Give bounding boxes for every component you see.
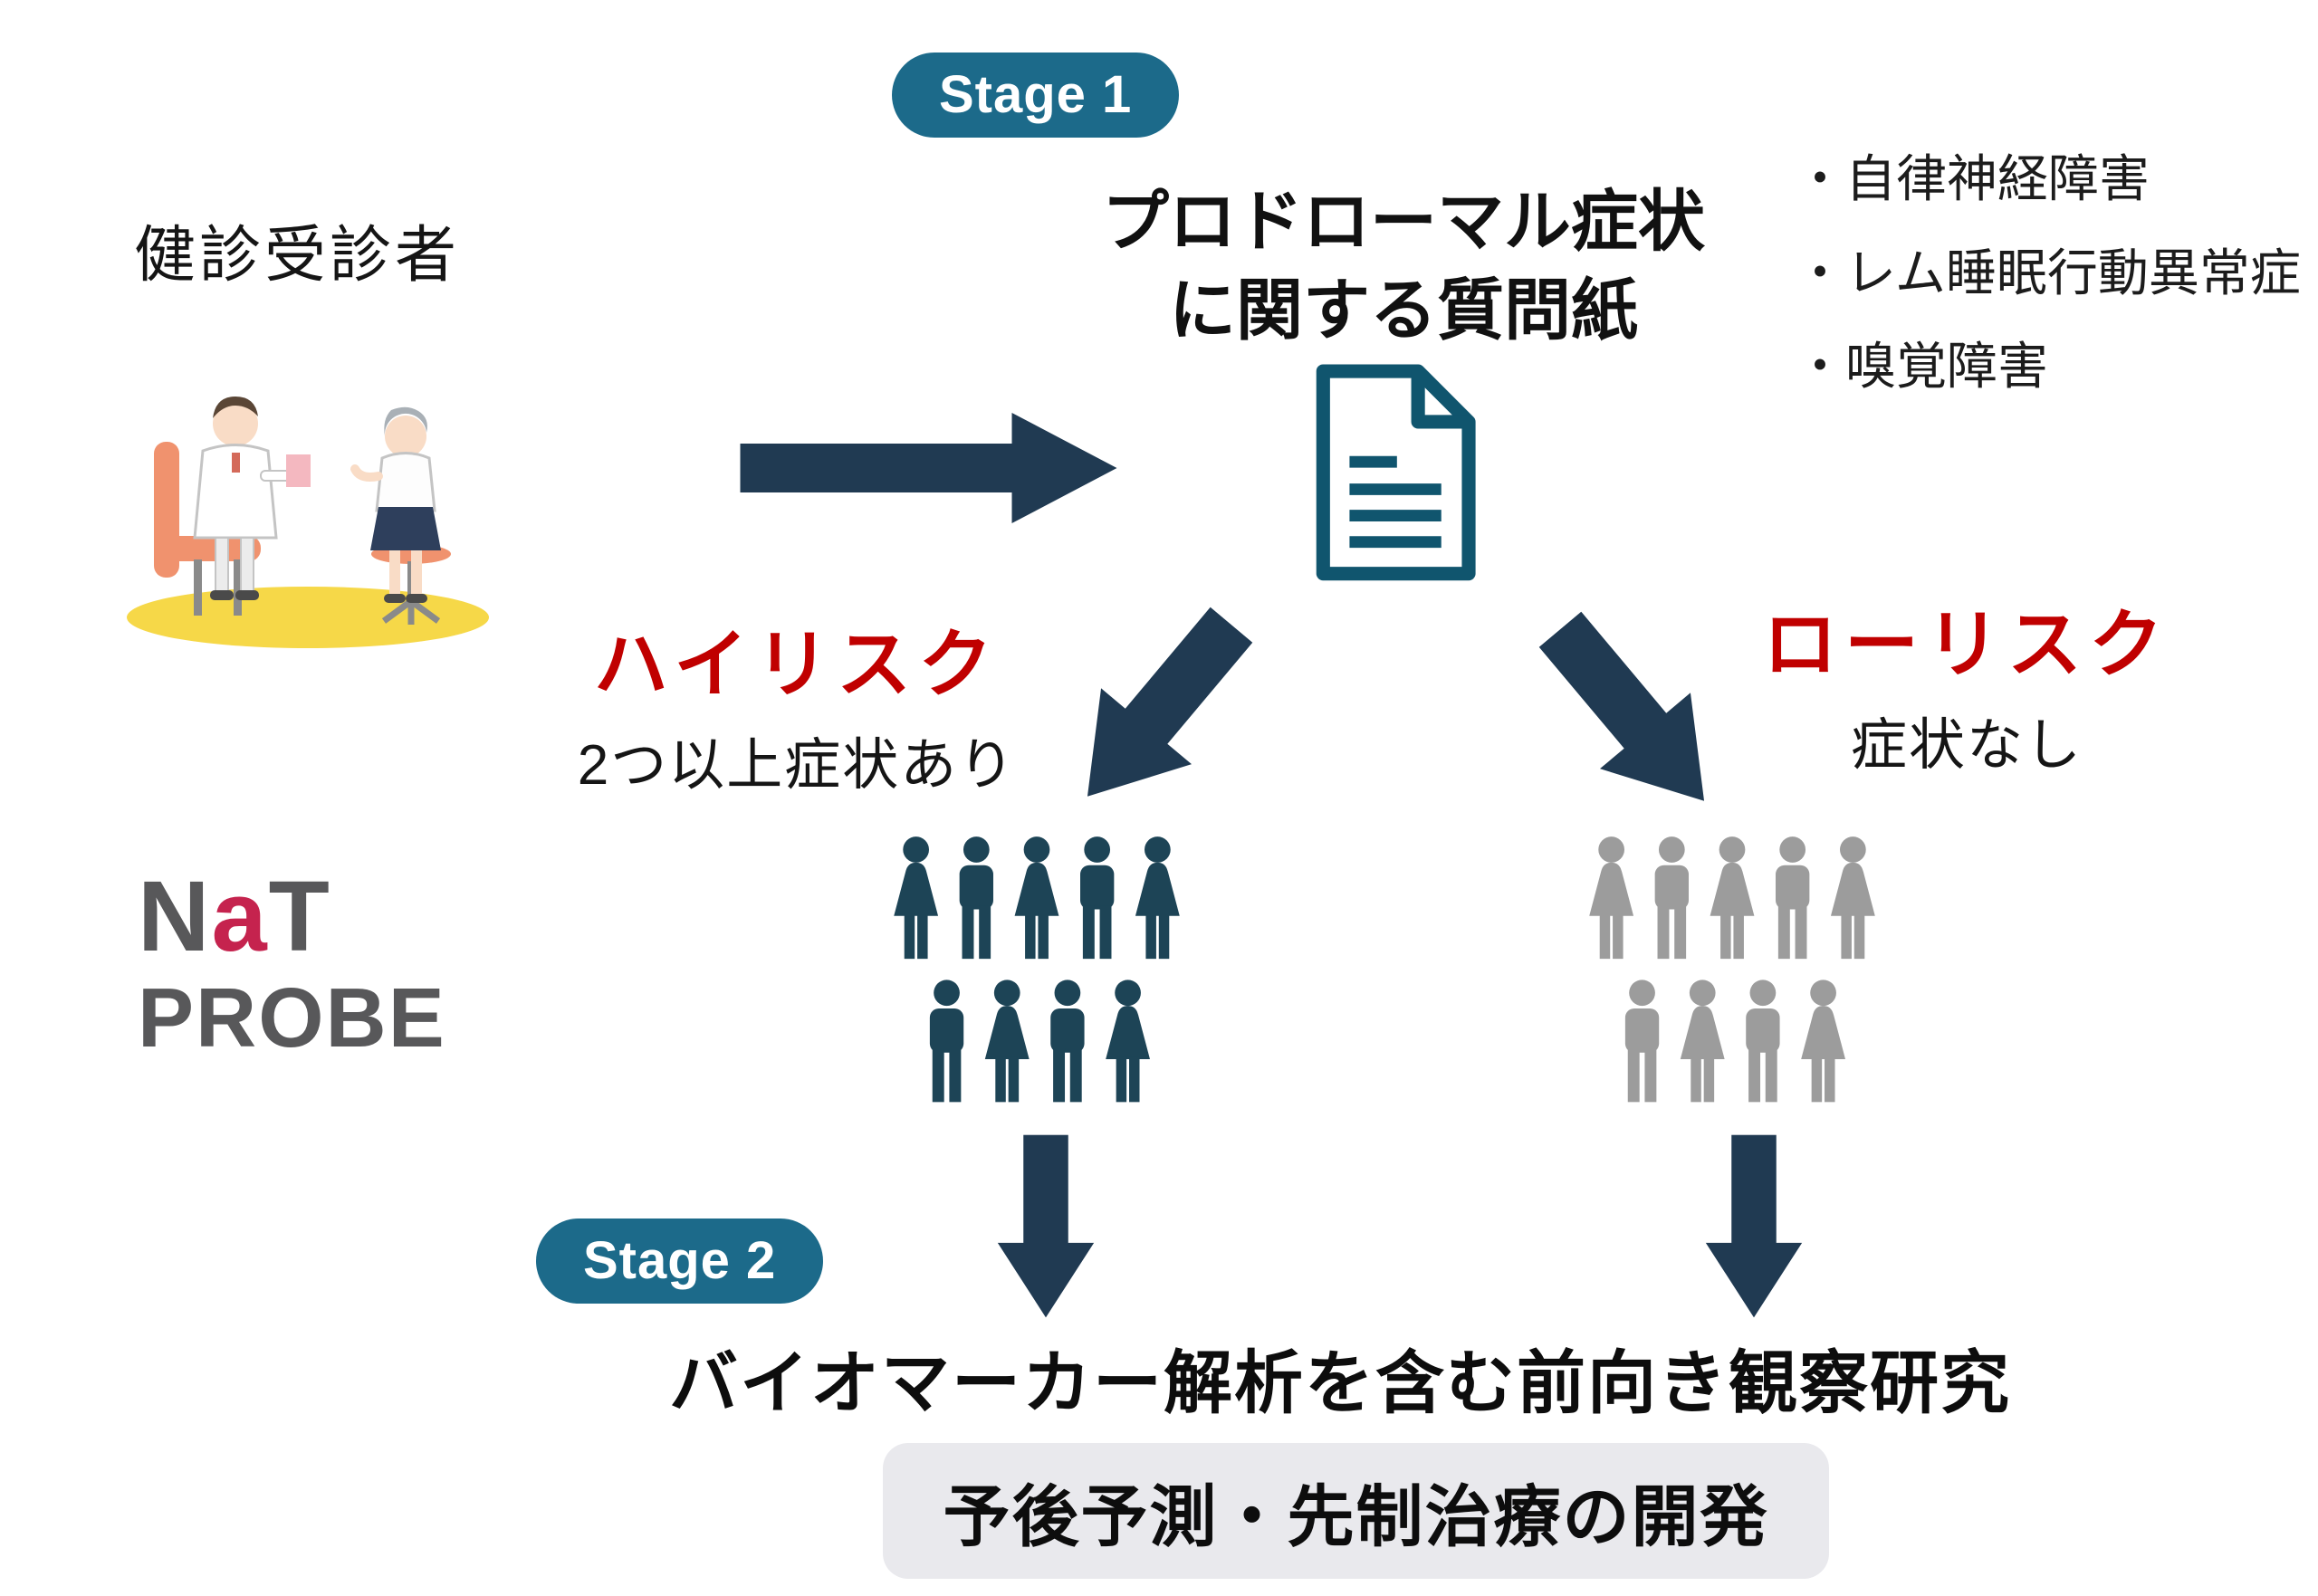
high-risk-criteria: 2つ以上症状あり bbox=[577, 734, 1017, 798]
stage1-badge: Stage 1 bbox=[892, 53, 1180, 138]
symptom-item: ・嗅覚障害 bbox=[1795, 338, 2048, 396]
logo-nat: NaT bbox=[138, 867, 446, 967]
study-title: バイオマーカー解析を含む前向き観察研究 bbox=[669, 1345, 2011, 1422]
questionnaire-title-line2: に関する質問紙 bbox=[1169, 272, 1638, 348]
questionnaire-title-line1: プロドローマル症状 bbox=[1102, 184, 1705, 259]
symptom-item: ・レム睡眠行動異常症 bbox=[1795, 244, 2301, 301]
symptom-list: ・自律神経障害 ・レム睡眠行動異常症 ・嗅覚障害 bbox=[1795, 132, 2301, 414]
flow-arrow-down-right bbox=[1498, 572, 1766, 859]
stage2-badge: Stage 2 bbox=[536, 1219, 824, 1304]
logo-probe: PROBE bbox=[138, 970, 446, 1065]
logo-letter-a: a bbox=[211, 861, 269, 972]
flow-arrow-down-high bbox=[996, 1133, 1096, 1319]
symptom-item: ・自律神経障害 bbox=[1795, 150, 2150, 207]
questionnaire-title: プロドローマル症状 に関する質問紙 bbox=[1014, 177, 1793, 354]
consultation-illustration bbox=[127, 397, 489, 648]
logo-letter-t: T bbox=[268, 861, 331, 972]
low-risk-label: ローリスク bbox=[1762, 604, 2170, 686]
high-risk-group-icon bbox=[894, 836, 1180, 1103]
flow-arrow-down-left bbox=[1025, 568, 1293, 855]
logo-letter-n: N bbox=[138, 861, 212, 972]
questionnaire-document-icon bbox=[1316, 364, 1476, 581]
low-risk-block: ローリスク 症状なし bbox=[1731, 604, 2202, 780]
low-risk-criteria: 症状なし bbox=[1850, 714, 2083, 778]
flow-arrow-down-low bbox=[1704, 1133, 1804, 1319]
high-risk-block: ハイリスク 2つ以上症状あり bbox=[543, 624, 1050, 800]
flow-arrow-right bbox=[634, 409, 1227, 527]
nat-probe-logo: NaT PROBE bbox=[138, 867, 446, 1060]
outcome-box: 予後予測・先制治療の開発 bbox=[883, 1443, 1829, 1579]
high-risk-label: ハイリスク bbox=[593, 624, 1001, 706]
outcome-label: 予後予測・先制治療の開発 bbox=[943, 1478, 1769, 1554]
low-risk-group-icon bbox=[1589, 836, 1875, 1103]
examinees-label: 健診受診者 bbox=[134, 221, 461, 290]
